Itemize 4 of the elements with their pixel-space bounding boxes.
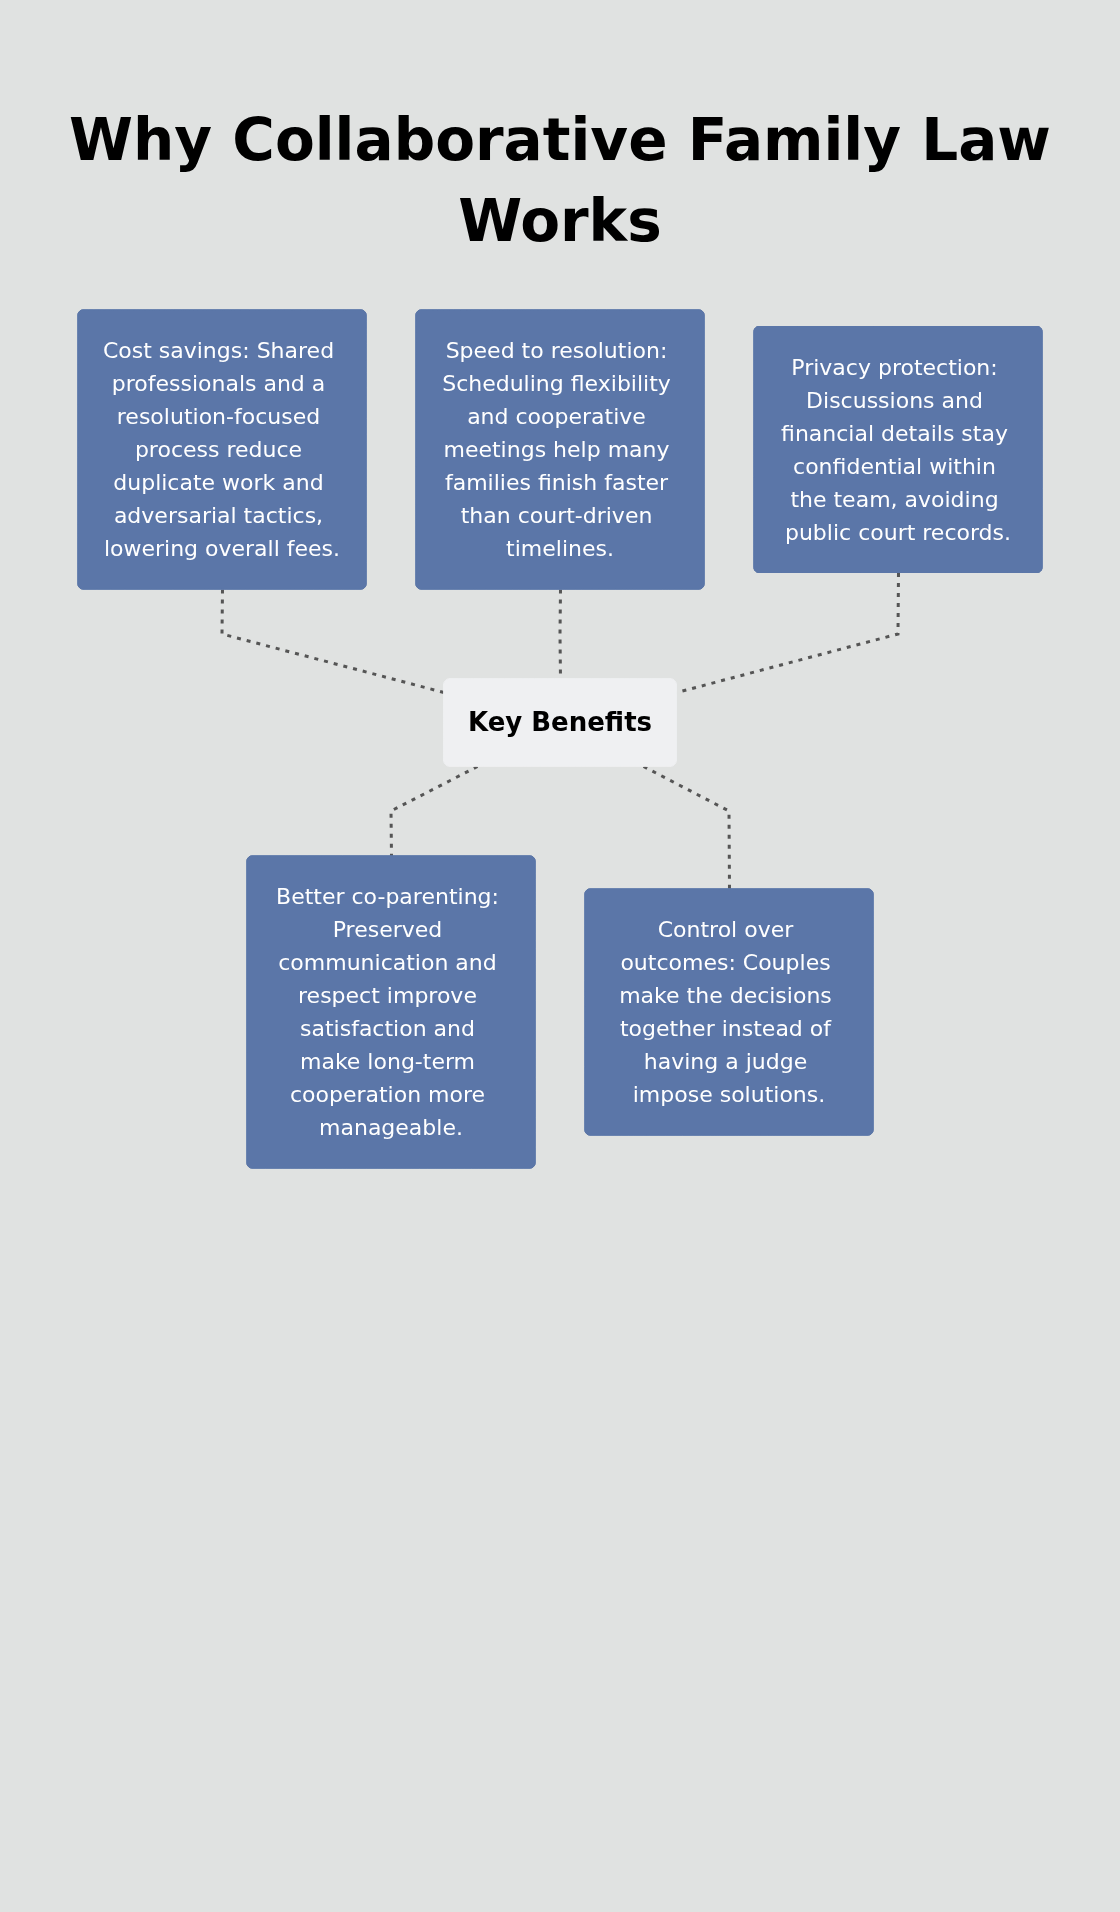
title: Why Collaborative Family Law Works (68, 105, 1052, 258)
connector (389, 765, 479, 857)
connector (220, 589, 445, 695)
connector (642, 765, 731, 890)
